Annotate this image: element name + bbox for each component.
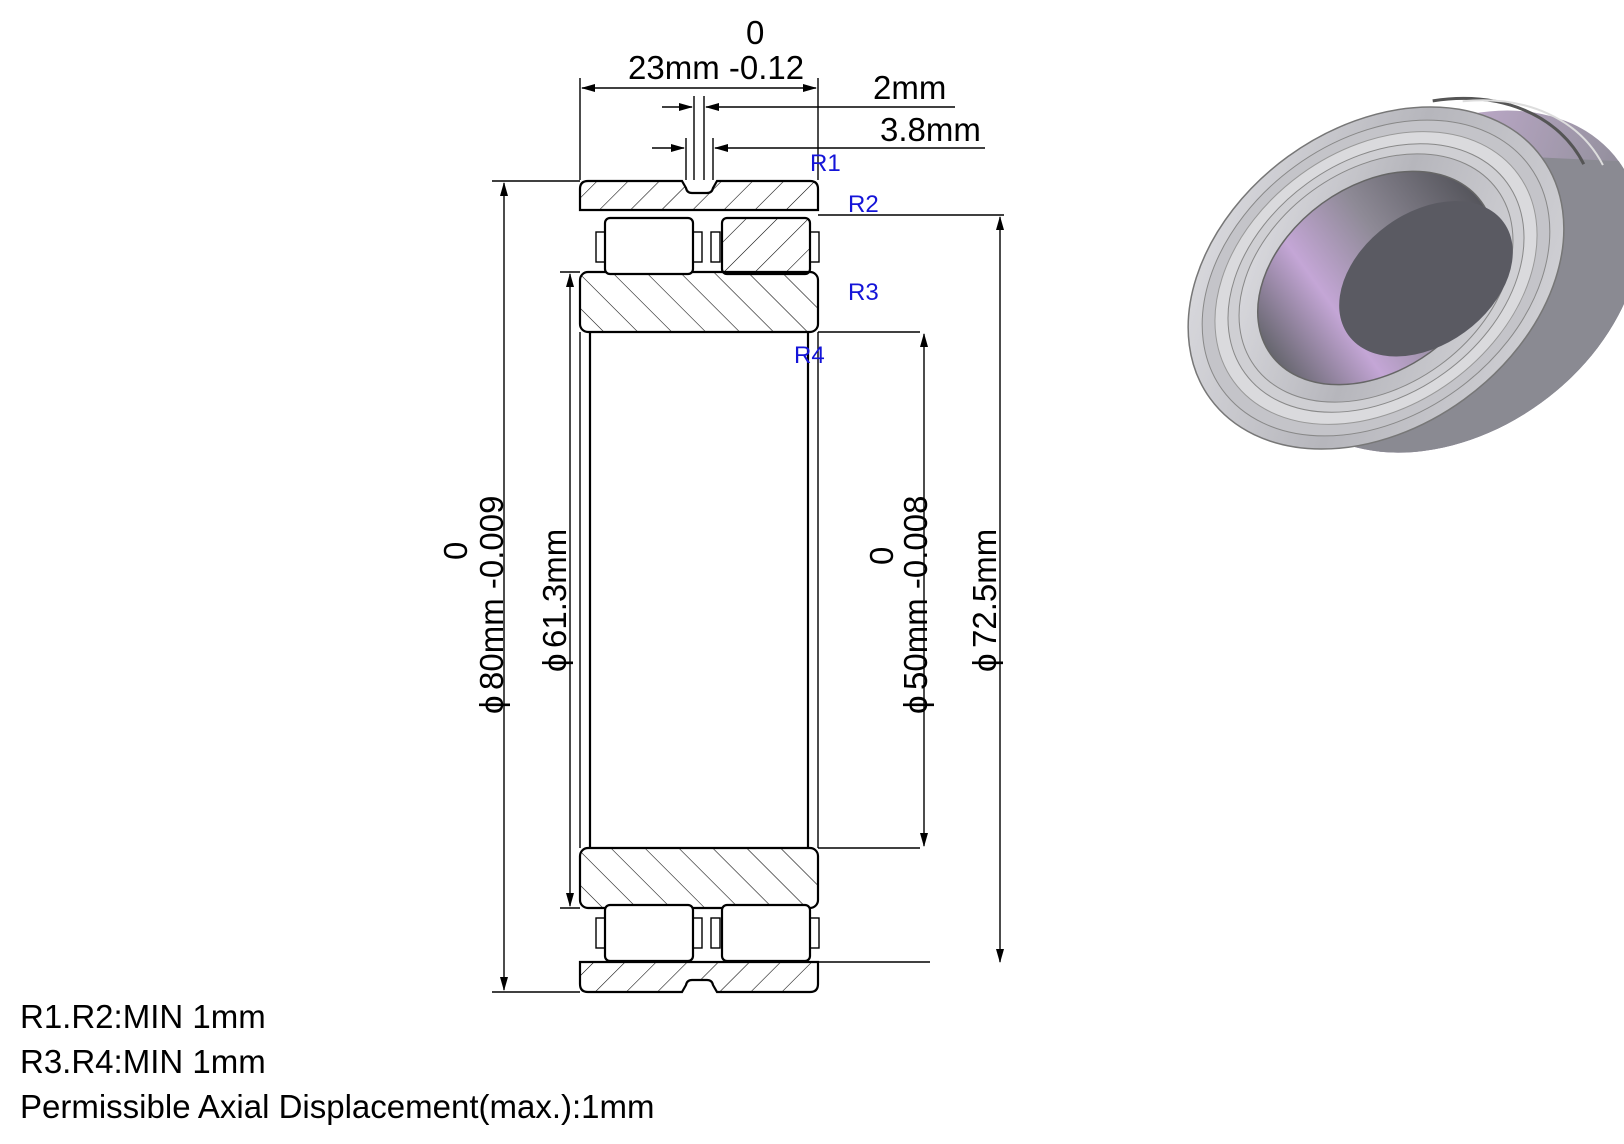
- notes: R1.R2:MIN 1mm R3.R4:MIN 1mm Permissible …: [20, 994, 655, 1129]
- inner-ring-bottom: [578, 846, 820, 910]
- radius-labels: R1 R2 R3 R4: [794, 150, 879, 369]
- groove-width-label: 2mm: [873, 69, 946, 106]
- bore-diameter-label: 50mm -0.008: [897, 496, 934, 690]
- outer-ring-top: [578, 179, 820, 212]
- note-r1-r2: R1.R2:MIN 1mm: [20, 998, 266, 1035]
- dimension-text: 0 23mm -0.12 2mm 3.8mm 0 ϕ 80mm -0.009 ϕ…: [437, 14, 1003, 714]
- dimension-lines: [492, 78, 1004, 993]
- outer-diameter-label: 80mm -0.009: [473, 496, 510, 690]
- radius-r3: R3: [848, 279, 879, 306]
- outer-ring-bottom: [578, 960, 820, 994]
- width-tol-upper: 0: [746, 14, 764, 51]
- roller-bottom-right: [720, 903, 812, 963]
- radius-r2: R2: [848, 191, 879, 218]
- roller-top-left: [603, 216, 695, 276]
- roller-top-right: [720, 216, 812, 276]
- diameter-symbol: ϕ: [966, 654, 1003, 672]
- diameter-symbol: ϕ: [473, 696, 510, 714]
- width-label: 23mm -0.12: [628, 49, 804, 86]
- section-view: [578, 179, 820, 994]
- note-r3-r4: R3.R4:MIN 1mm: [20, 1043, 266, 1080]
- diameter-symbol: ϕ: [897, 696, 934, 714]
- diameter-symbol: ϕ: [536, 654, 573, 672]
- outer-tol-upper: 0: [437, 542, 474, 560]
- groove-offset-label: 3.8mm: [880, 111, 981, 148]
- roller-bottom-left: [603, 903, 695, 963]
- radius-r1: R1: [810, 150, 841, 177]
- bearing-3d-render: [1187, 97, 1624, 453]
- outer-ring-inner-diameter-label: 72.5mm: [966, 529, 1003, 648]
- inner-ring-outer-diameter-label: 61.3mm: [536, 529, 573, 648]
- radius-r4: R4: [794, 342, 825, 369]
- note-axial-displacement: Permissible Axial Displacement(max.):1mm: [20, 1088, 655, 1125]
- bore-tol-upper: 0: [863, 547, 900, 565]
- inner-ring-top: [578, 270, 820, 334]
